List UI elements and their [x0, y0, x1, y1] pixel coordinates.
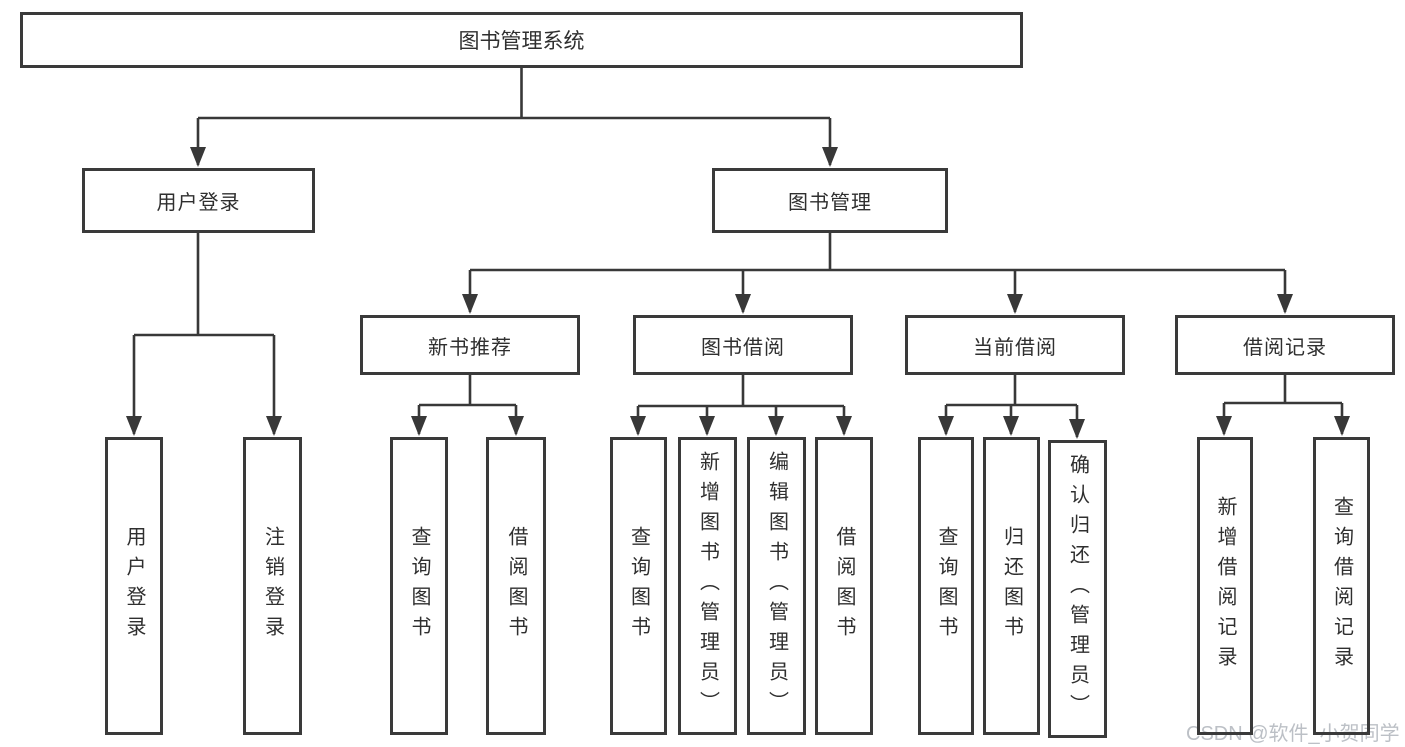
- leaf-cb-return-books: 归还图书: [983, 437, 1040, 735]
- leaf-nb-borrow-books: 借阅图书: [486, 437, 546, 735]
- connector-new-book-to-leaves: [411, 375, 524, 436]
- watermark: CSDN @软件_小贺同学: [1186, 723, 1400, 745]
- node-book-management: 图书管理: [712, 168, 948, 233]
- leaf-cb-confirm-return-admin: 确认归还（管理员）: [1048, 440, 1107, 738]
- leaf-label: 查询图书: [935, 526, 957, 646]
- leaf-label: 新增借阅记录: [1214, 496, 1236, 676]
- node-current-borrow: 当前借阅: [905, 315, 1125, 375]
- leaf-logout: 注销登录: [243, 437, 302, 735]
- leaf-label: 用户登录: [123, 526, 145, 646]
- connector-user-login-to-leaves: [126, 233, 282, 436]
- node-root: 图书管理系统: [20, 12, 1023, 68]
- leaf-nb-query-books: 查询图书: [390, 437, 448, 735]
- leaf-label: 确认归还（管理员）: [1066, 454, 1089, 724]
- connector-root-to-level2: [190, 68, 838, 167]
- connector-book-borrow-to-leaves: [630, 375, 852, 436]
- leaf-label: 注销登录: [261, 526, 284, 646]
- leaf-bb-borrow-books: 借阅图书: [815, 437, 873, 735]
- node-book-borrow: 图书借阅: [633, 315, 853, 375]
- leaf-label: 归还图书: [1000, 526, 1023, 646]
- node-user-login: 用户登录: [82, 168, 315, 233]
- connector-current-borrow-to-leaves: [938, 375, 1085, 439]
- leaf-bb-add-books-admin: 新增图书（管理员）: [678, 437, 737, 735]
- leaf-label: 编辑图书（管理员）: [765, 451, 788, 721]
- leaf-bb-query-books: 查询图书: [610, 437, 667, 735]
- leaf-label: 查询图书: [627, 526, 650, 646]
- leaf-cb-query-books: 查询图书: [918, 437, 974, 735]
- leaf-label: 查询借阅记录: [1330, 496, 1353, 676]
- leaf-br-query-record: 查询借阅记录: [1313, 437, 1370, 735]
- leaf-label: 新增图书（管理员）: [696, 451, 719, 721]
- leaf-label: 借阅图书: [505, 526, 527, 646]
- leaf-bb-edit-books-admin: 编辑图书（管理员）: [747, 437, 806, 735]
- leaf-br-add-record: 新增借阅记录: [1197, 437, 1253, 735]
- leaf-label: 查询图书: [408, 526, 430, 646]
- node-new-book-recommend: 新书推荐: [360, 315, 580, 375]
- connector-borrow-records-to-leaves: [1216, 375, 1350, 436]
- connector-book-management-to-sections: [462, 233, 1293, 314]
- leaf-user-login: 用户登录: [105, 437, 163, 735]
- node-borrow-records: 借阅记录: [1175, 315, 1395, 375]
- leaf-label: 借阅图书: [833, 526, 855, 646]
